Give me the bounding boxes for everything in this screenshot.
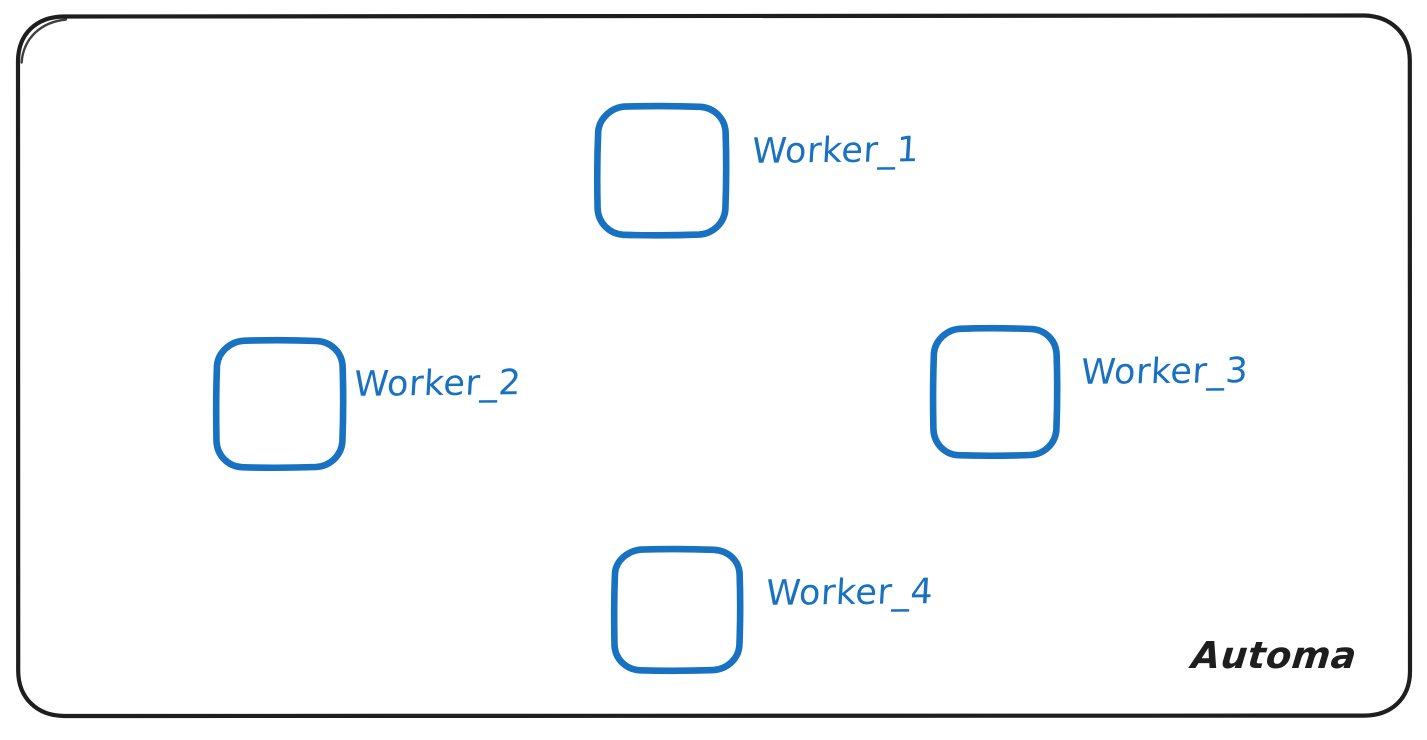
worker-box-icon[interactable] xyxy=(929,324,1064,460)
worker-label-2: Worker_2 xyxy=(352,363,523,405)
worker-box-icon[interactable] xyxy=(212,336,351,472)
worker-label-4: Worker_4 xyxy=(764,572,935,614)
worker-box-icon[interactable] xyxy=(610,545,748,675)
worker-label-1: Worker_1 xyxy=(750,130,921,172)
automa-watermark: Automa xyxy=(1189,634,1359,677)
worker-label-3: Worker_3 xyxy=(1079,351,1250,393)
worker-box-icon[interactable] xyxy=(593,102,734,239)
